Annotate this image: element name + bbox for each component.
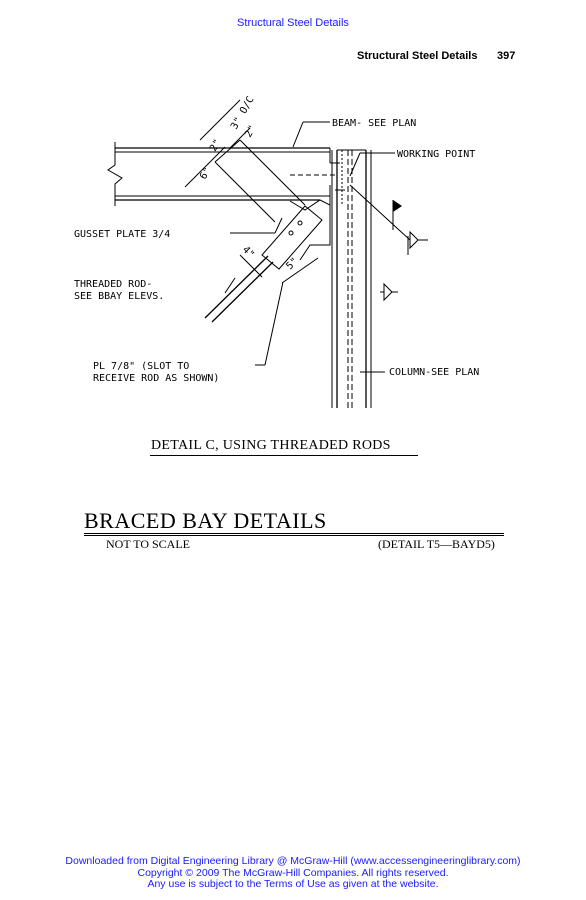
- beam-label: BEAM- SEE PLAN: [332, 118, 416, 129]
- braced-bay-detail-drawing: BEAM- SEE PLAN WORKING POINT GUSSET PLAT…: [74, 95, 479, 408]
- dim-rod-a: 4": [240, 244, 256, 260]
- title-rule-2: [84, 535, 504, 536]
- plate-label-2: RECEIVE ROD AS SHOWN): [93, 373, 219, 384]
- footer-line-1[interactable]: Downloaded from Digital Engineering Libr…: [65, 855, 521, 867]
- page-number: 397: [497, 50, 516, 62]
- dim-edge-2: 2": [208, 138, 224, 154]
- dim-rod-b: 5": [284, 256, 300, 272]
- running-head: Structural Steel Details: [357, 50, 478, 62]
- threaded-rod-label-2: SEE BBAY ELEVS.: [74, 291, 164, 302]
- working-point-label: WORKING POINT: [397, 149, 475, 160]
- detail-caption: DETAIL C, USING THREADED RODS: [151, 438, 391, 453]
- caption-underline: [150, 455, 418, 456]
- threaded-rod-label-1: THREADED ROD-: [74, 279, 152, 290]
- dim-length: 6": [198, 166, 214, 182]
- footer-line-3: Any use is subject to the Terms of Use a…: [147, 878, 439, 890]
- gusset-plate-label: GUSSET PLATE 3/4: [74, 229, 170, 240]
- plate-label-1: PL 7/8" (SLOT TO: [93, 361, 189, 372]
- footer-line-2: Copyright © 2009 The McGraw-Hill Compani…: [137, 866, 449, 879]
- detail-reference: (DETAIL T5—BAYD5): [378, 537, 495, 551]
- dim-edge-1: 2": [243, 124, 259, 140]
- top-header-link[interactable]: Structural Steel Details: [237, 17, 349, 29]
- title-rule: [84, 533, 504, 534]
- footer: Downloaded from Digital Engineering Libr…: [0, 855, 586, 891]
- drawing-title: BRACED BAY DETAILS: [84, 508, 327, 533]
- column-label: COLUMN-SEE PLAN: [389, 367, 479, 378]
- scale-note: NOT TO SCALE: [106, 537, 191, 551]
